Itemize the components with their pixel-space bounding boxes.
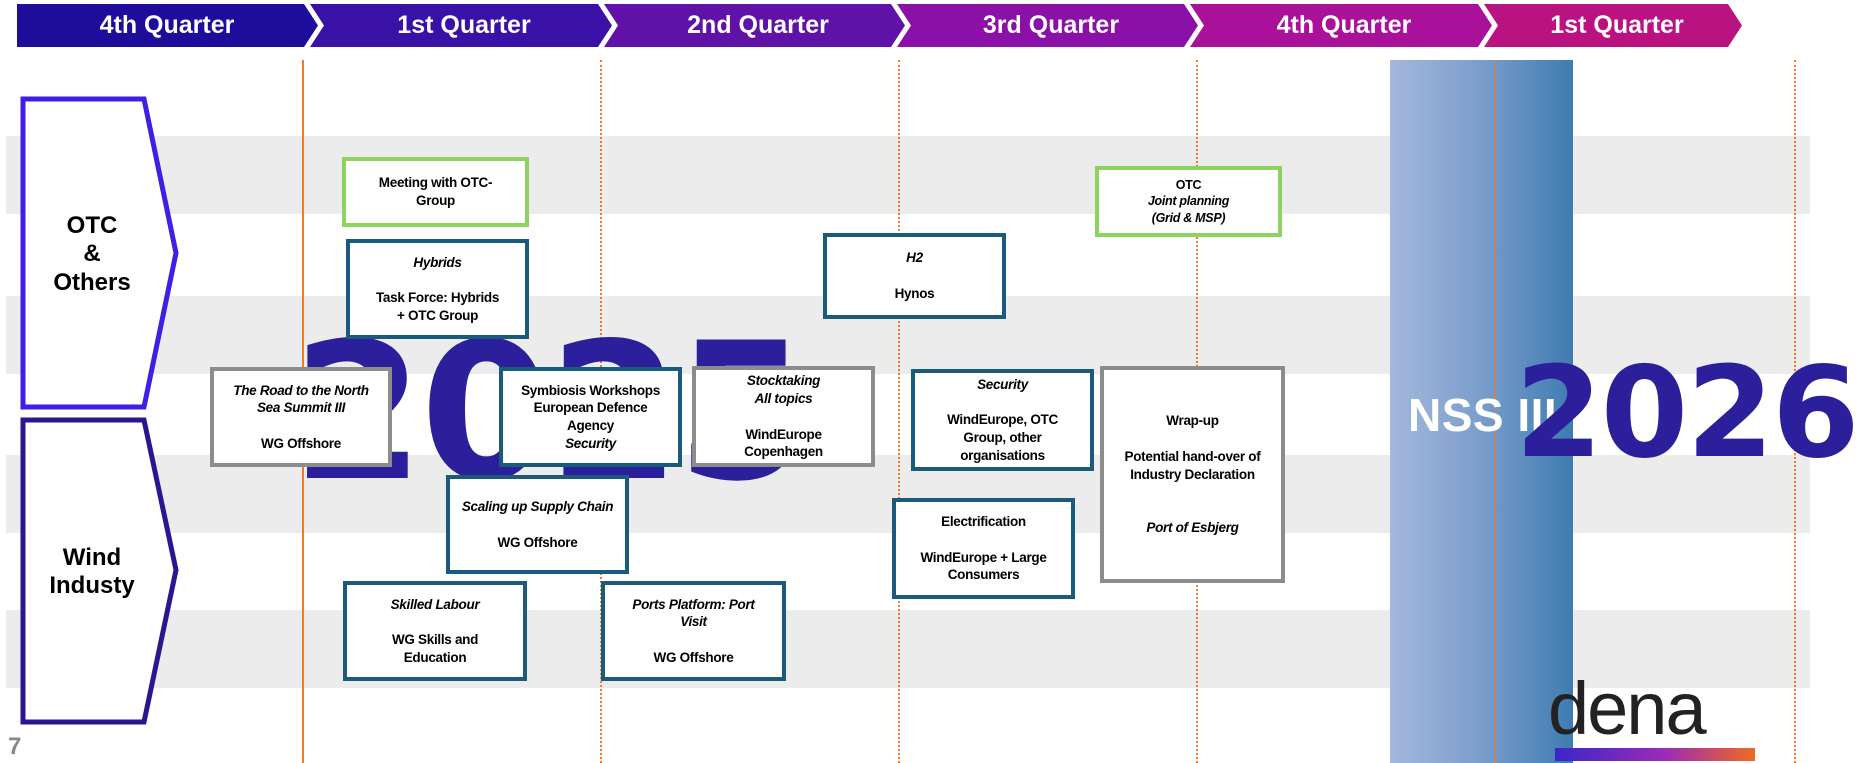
quarter-label: 1st Quarter — [397, 11, 531, 39]
quarter-label: 4th Quarter — [1276, 11, 1412, 39]
box-wrapup: Wrap-up Potential hand-over of Industry … — [1100, 366, 1285, 583]
box-security-line2: Group, other — [963, 430, 1042, 445]
row-label-otc-line3: Others — [53, 268, 131, 296]
box-symbiosis-title: Security — [565, 435, 616, 451]
box-ports-title2: Visit — [680, 614, 707, 630]
nss-event-label: NSS III — [1408, 389, 1558, 441]
quarter-chevron — [17, 4, 318, 47]
nss-event-band — [1390, 60, 1573, 763]
quarter-chevron — [897, 4, 1198, 47]
box-stocktaking-line1: WindEurope — [745, 426, 822, 442]
box-road-north-title2: Sea Summit III — [256, 400, 346, 416]
quarter-chevron — [1484, 4, 1742, 47]
box-meeting-line2: Group — [416, 193, 455, 208]
row-label-wind-line1: Wind — [62, 544, 122, 571]
box-electrification: Electrification WindEurope + Large Consu… — [892, 498, 1075, 599]
box-symbiosis-line3: Agency — [567, 418, 614, 433]
box-wrapup-title: Port of Esbjerg — [1146, 520, 1239, 536]
box-otc-joint-line1: OTC — [1175, 178, 1202, 193]
row-label-otc: OTC & Others — [22, 212, 162, 297]
box-hybrids-line1: Task Force: Hybrids — [375, 290, 500, 306]
quarter-divider — [1794, 60, 1796, 763]
box-otc-joint-title1: Joint planning — [1147, 194, 1230, 209]
quarter-chevron — [604, 4, 905, 47]
box-wrapup-line2: Potential hand-over of — [1124, 448, 1261, 464]
box-skilled-title: Skilled Labour — [390, 596, 480, 612]
quarter-header — [17, 4, 1742, 47]
box-wrapup-line3: Industry Declaration — [1130, 466, 1255, 482]
box-security: Security WindEurope, OTC Group, other or… — [911, 369, 1094, 471]
box-symbiosis: Symbiosis Workshops European Defence Age… — [499, 367, 682, 467]
box-stocktaking-title1: Stocktaking — [746, 373, 821, 389]
box-h2: H2 Hynos — [823, 233, 1006, 319]
quarter-label: 1st Quarter — [1550, 11, 1684, 39]
quarter-divider — [1494, 60, 1496, 763]
quarter-label: 2nd Quarter — [687, 11, 829, 39]
row-label-otc-line1: OTC — [66, 212, 118, 239]
row-label-wind: Wind Industy — [22, 544, 162, 601]
box-stocktaking-title2: All topics — [754, 390, 813, 406]
box-hybrids-line2: + OTC Group — [396, 307, 479, 323]
year-2026-label: 2026 — [1515, 339, 1858, 486]
box-symbiosis-line1: Symbiosis Workshops — [521, 382, 660, 398]
box-road-north: The Road to the North Sea Summit III WG … — [210, 367, 392, 467]
box-electrification-line1: Electrification — [941, 514, 1026, 530]
box-stocktaking-line2: Copenhagen — [744, 444, 823, 460]
dena-logo-bar — [1555, 748, 1755, 761]
box-skilled-line2: Education — [403, 649, 467, 665]
box-scaling: Scaling up Supply Chain WG Offshore — [446, 475, 629, 574]
box-hybrids: Hybrids Task Force: Hybrids + OTC Group — [346, 239, 529, 339]
box-security-line1: WindEurope, OTC — [947, 412, 1058, 428]
box-ports-platform: Ports Platform: Port Visit WG Offshore — [601, 581, 786, 681]
quarter-chevron — [1190, 4, 1492, 47]
box-meeting-otc: Meeting with OTC- Group — [342, 157, 529, 227]
quarter-divider — [898, 60, 900, 763]
box-otc-joint: OTC Joint planning (Grid & MSP) — [1095, 166, 1282, 237]
box-ports-title1: Ports Platform: Port — [632, 596, 755, 612]
box-h2-line1: Hynos — [894, 286, 935, 301]
box-security-line3: organisations — [960, 447, 1045, 463]
row-arrow-wind — [20, 417, 179, 725]
box-meeting-line1: Meeting with OTC- — [378, 175, 493, 191]
box-hybrids-title: Hybrids — [413, 254, 462, 270]
box-scaling-title: Scaling up Supply Chain — [461, 498, 614, 514]
box-electrification-line2: WindEurope + Large — [920, 549, 1047, 565]
box-wrapup-line1: Wrap-up — [1166, 413, 1219, 429]
dena-logo: dena — [1548, 667, 1707, 750]
page-number: 7 — [8, 733, 22, 760]
box-otc-joint-title2: (Grid & MSP) — [1151, 210, 1226, 225]
row-label-otc-line2: & — [83, 240, 101, 268]
quarter-label: 3rd Quarter — [982, 11, 1120, 39]
box-road-north-title1: The Road to the North — [233, 382, 369, 398]
row-label-wind-line2: Industy — [49, 572, 135, 600]
box-skilled-line1: WG Skills and — [391, 632, 479, 648]
quarter-chevron — [310, 4, 612, 47]
box-road-north-line1: WG Offshore — [261, 435, 341, 451]
row-arrow-otc — [20, 96, 179, 410]
box-electrification-line3: Consumers — [947, 567, 1020, 583]
box-security-title: Security — [977, 376, 1028, 392]
box-scaling-line1: WG Offshore — [497, 534, 578, 550]
quarter-label: 4th Quarter — [99, 11, 235, 39]
box-stocktaking: Stocktaking All topics WindEurope Copenh… — [692, 366, 875, 467]
box-skilled-labour: Skilled Labour WG Skills and Education — [343, 581, 527, 681]
box-h2-title: H2 — [906, 250, 923, 266]
box-symbiosis-line2: European Defence — [533, 400, 648, 416]
box-ports-line1: WG Offshore — [653, 649, 734, 665]
